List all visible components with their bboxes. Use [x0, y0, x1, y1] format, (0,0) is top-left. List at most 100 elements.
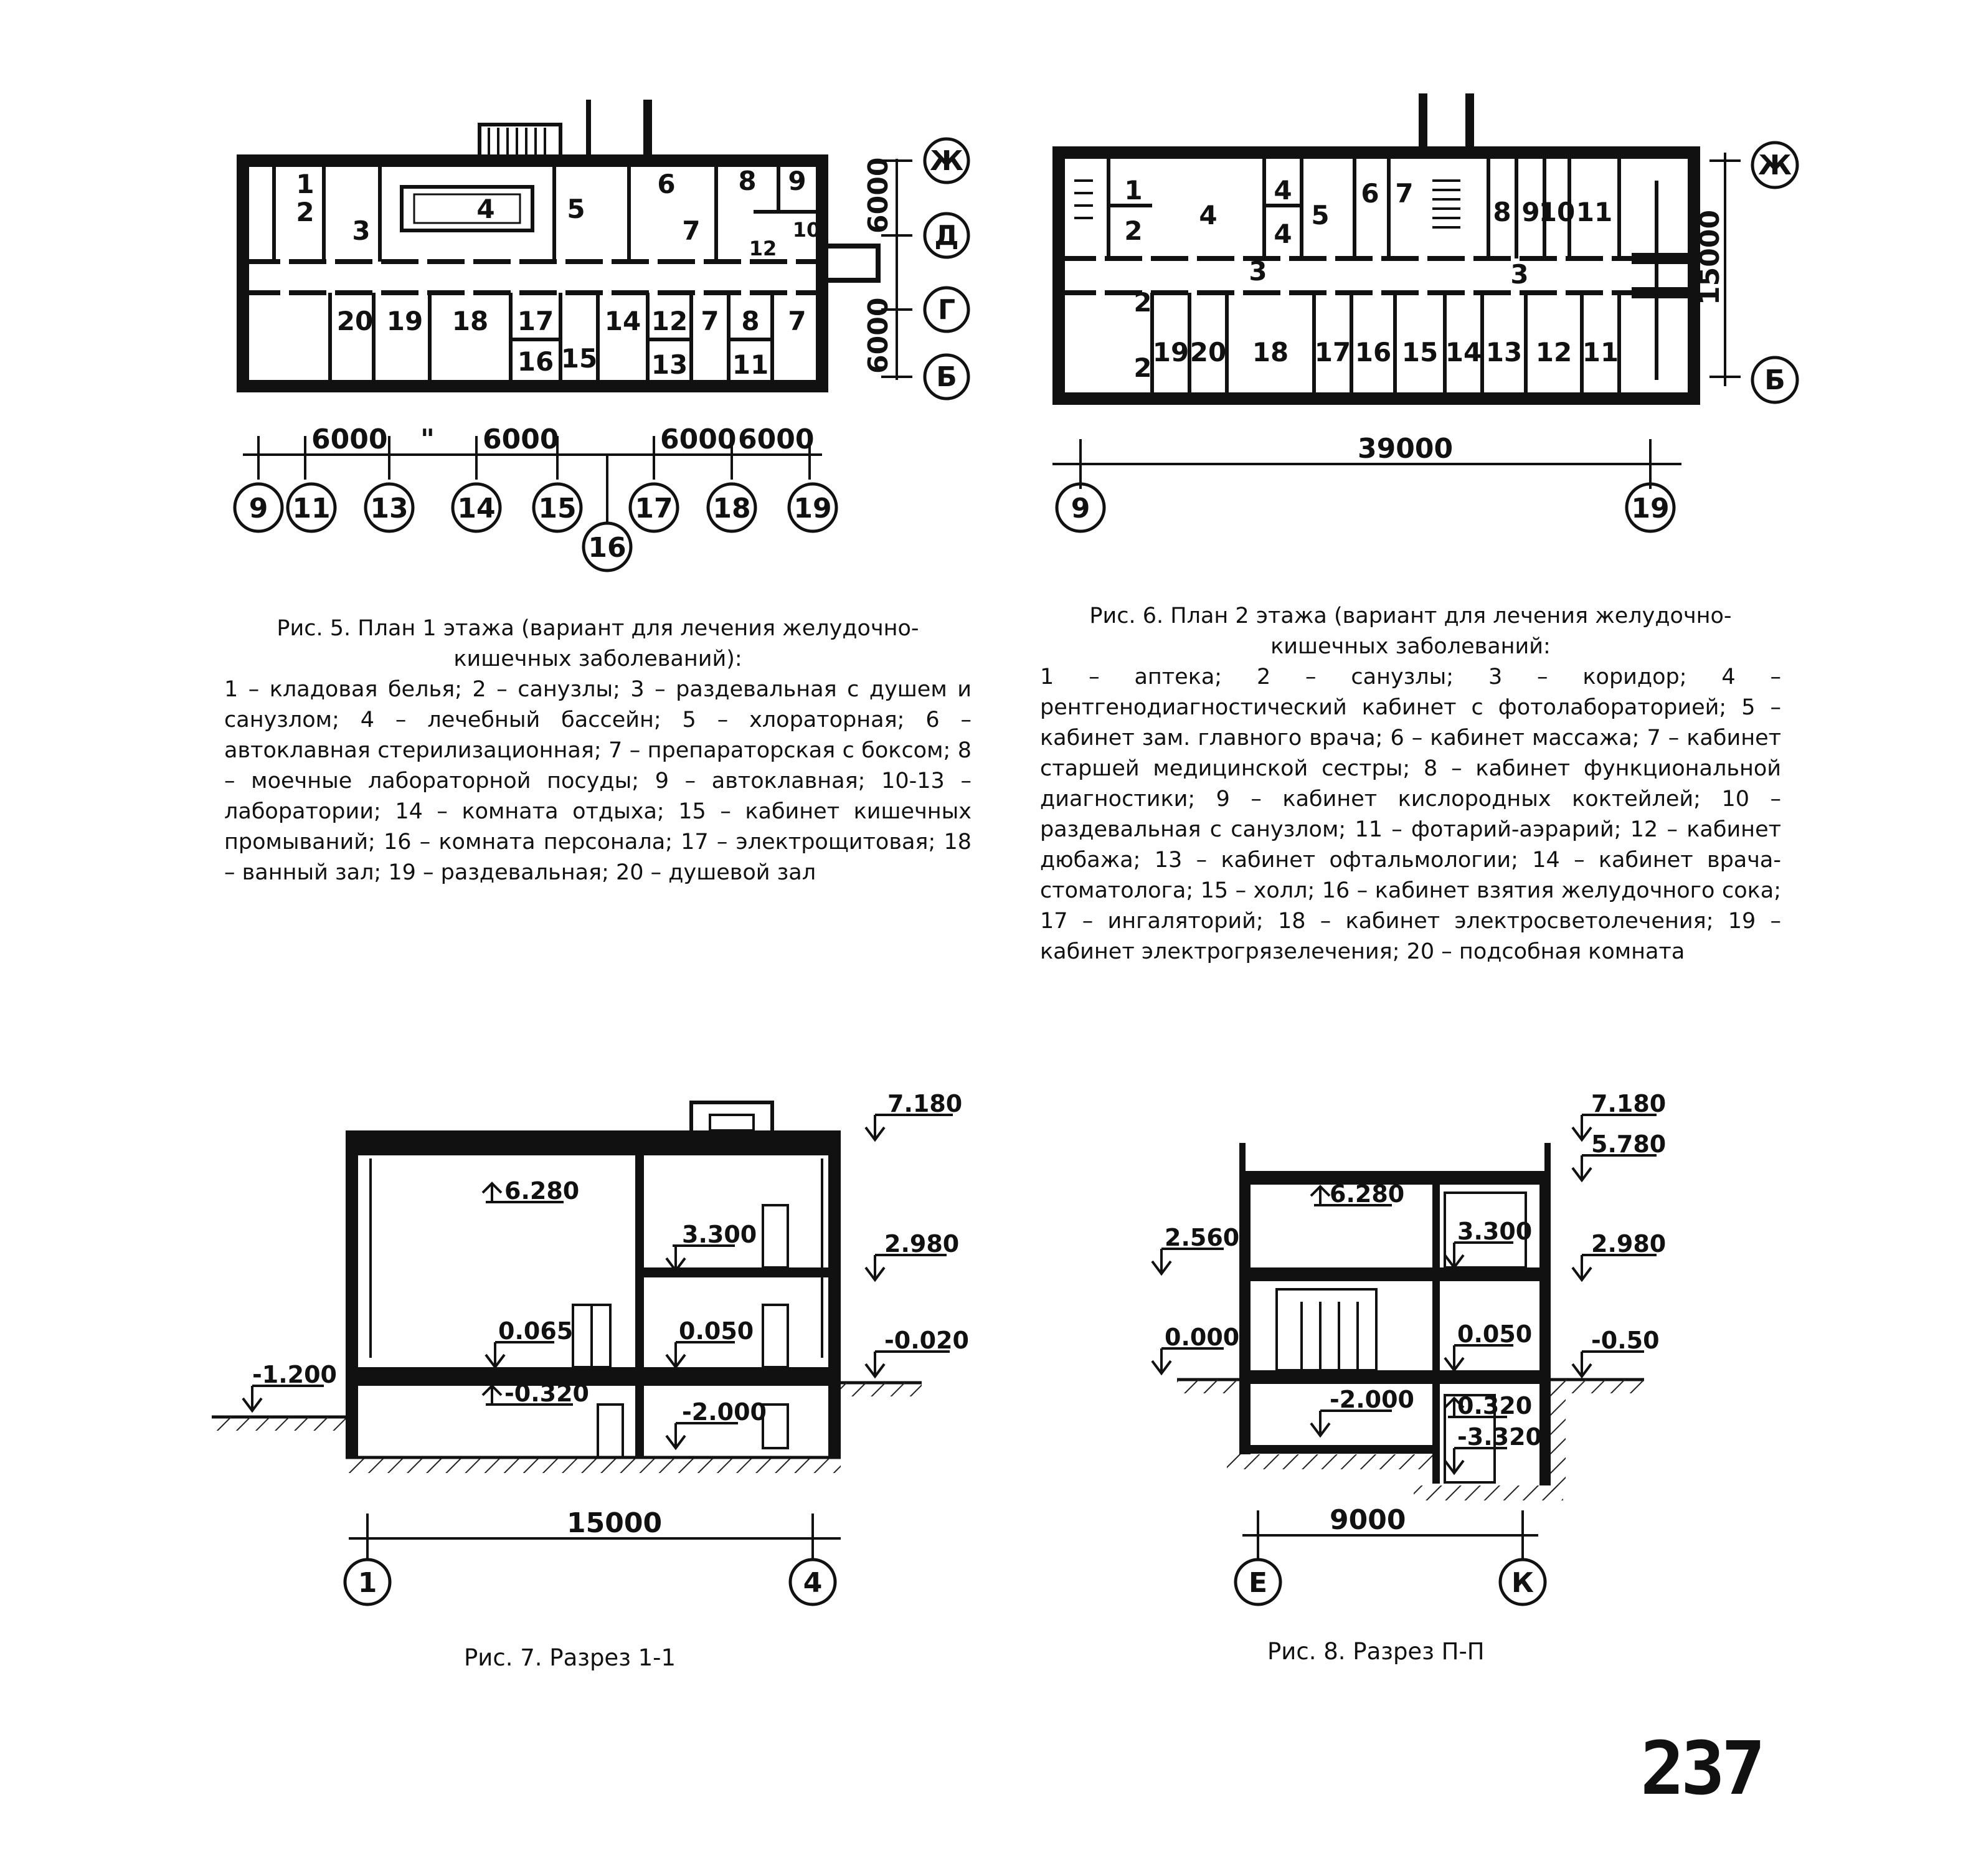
fig5-room-4: 4 [476, 194, 494, 224]
fig5-room-8b: 8 [741, 306, 759, 336]
fig8-elev-3300: 3.300 [1457, 1218, 1532, 1245]
page-number: 237 [1640, 1725, 1766, 1811]
fig6-room-8: 8 [1493, 197, 1511, 227]
fig7-title: Рис. 7. Разрез 1-1 [464, 1644, 676, 1671]
fig5-room-18: 18 [452, 306, 488, 336]
fig7-elev-m0320: -0.320 [504, 1380, 589, 1407]
fig6-room-3b: 3 [1510, 259, 1528, 290]
fig6-room-20: 20 [1190, 337, 1226, 367]
fig8-elev-m2000: -2.000 [1330, 1386, 1414, 1413]
fig5-axis-col-16: 16 [588, 532, 626, 564]
fig6-room-4b: 4 [1274, 175, 1292, 206]
fig8-elev-m3320: -3.320 [1457, 1423, 1542, 1451]
fig8-elev-0050: 0.050 [1457, 1320, 1532, 1348]
fig5-axis-col-15: 15 [538, 493, 576, 524]
fig5-plan: 1 2 3 4 5 6 7 8 9 10 12 20 19 18 17 16 1… [233, 100, 970, 572]
fig6-caption: Рис. 6. План 2 этажа (вариант для лечени… [1040, 601, 1781, 967]
fig6-axis-row-zh: Ж [1758, 149, 1792, 181]
fig6-room-12: 12 [1536, 337, 1572, 367]
fig5-dim-v2: 6000 [863, 298, 894, 374]
fig5-room-2: 2 [296, 197, 314, 227]
fig6-room-2: 2 [1124, 216, 1142, 246]
fig6-room-19: 19 [1153, 337, 1189, 367]
fig5-axis-col-18: 18 [712, 493, 750, 524]
fig6-room-2b: 2 [1133, 287, 1151, 318]
fig6-room-1: 1 [1124, 175, 1142, 206]
fig8-section: 7.180 5.780 6.280 3.300 2.980 2.560 0.00… [1151, 1090, 1666, 1606]
fig7-elev-7180: 7.180 [887, 1090, 962, 1117]
fig6-room-10: 10 [1539, 197, 1575, 227]
fig6-dim-h: 39000 [1358, 433, 1453, 465]
fig6-room-6: 6 [1361, 178, 1379, 209]
fig6-room-11b: 11 [1582, 337, 1619, 367]
fig7-elev-6280: 6.280 [504, 1177, 579, 1205]
fig5-room-1: 1 [296, 169, 314, 199]
fig6-room-3: 3 [1249, 256, 1267, 287]
fig6-room-17: 17 [1315, 337, 1351, 367]
fig6-axis-row-b: Б [1764, 364, 1785, 396]
fig6-room-7: 7 [1395, 178, 1413, 209]
fig5-room-12: 12 [651, 306, 688, 336]
fig6-dim-v: 15000 [1694, 210, 1726, 305]
fig5-legend: 1 – кладовая белья; 2 – санузлы; 3 – раз… [224, 677, 972, 885]
fig6-room-2c: 2 [1133, 353, 1151, 383]
fig8-axis-k: К [1511, 1567, 1534, 1599]
fig5-axis-row-d: Д [934, 220, 958, 252]
fig5-room-17: 17 [518, 306, 554, 336]
fig6-room-4c: 4 [1274, 219, 1292, 249]
fig5-room-20: 20 [337, 306, 373, 336]
fig7-axis-4: 4 [803, 1567, 823, 1599]
fig5-caption: Рис. 5. План 1 этажа (вариант для лечени… [224, 613, 972, 888]
fig5-room-9: 9 [788, 166, 806, 196]
fig6-room-5: 5 [1311, 200, 1329, 230]
fig7-elev-0065: 0.065 [498, 1317, 573, 1345]
fig5-axis-col-19: 19 [793, 493, 831, 524]
fig5-axis-col-11: 11 [292, 493, 330, 524]
fig5-room-14: 14 [605, 306, 641, 336]
fig5-room-12-top: 12 [749, 237, 777, 260]
fig5-room-11: 11 [732, 349, 768, 380]
fig7-elev-m0020: -0.020 [884, 1327, 969, 1354]
fig7-elev-0050: 0.050 [679, 1317, 754, 1345]
fig6-room-15: 15 [1402, 337, 1438, 367]
fig6-room-9: 9 [1521, 197, 1539, 227]
fig5-dim-h5: 6000 [738, 424, 814, 455]
fig6-room-16: 16 [1355, 337, 1391, 367]
fig6-plan: 1 2 4 4 4 5 6 7 8 9 10 11 3 3 2 2 19 20 … [1052, 93, 1799, 533]
fig8-elev-0320: 0.320 [1457, 1392, 1532, 1419]
fig5-room-15: 15 [561, 343, 597, 374]
fig5-room-5: 5 [567, 194, 585, 224]
fig5-axis-row-b: Б [936, 361, 957, 393]
fig7-elev-2980: 2.980 [884, 1230, 959, 1258]
fig8-title: Рис. 8. Разрез П-П [1267, 1638, 1485, 1665]
fig8-dim: 9000 [1330, 1504, 1406, 1536]
fig5-dim-h4: 6000 [660, 424, 736, 455]
fig5-room-7c: 7 [788, 306, 806, 336]
fig6-caption-title: Рис. 6. План 2 этажа (вариант для лечени… [1089, 604, 1732, 659]
fig5-room-7: 7 [682, 216, 700, 246]
fig6-axis-col-9: 9 [1071, 493, 1090, 524]
fig6-room-18: 18 [1252, 337, 1289, 367]
fig5-axis-row-zh: Ж [930, 145, 963, 177]
fig5-room-13: 13 [651, 349, 688, 380]
fig5-axis-col-17: 17 [635, 493, 673, 524]
fig7-elev-m2000: -2.000 [682, 1398, 767, 1426]
fig6-room-13: 13 [1486, 337, 1522, 367]
fig8-elev-2560: 2.560 [1165, 1224, 1239, 1251]
fig6-axis-col-19: 19 [1631, 493, 1669, 524]
fig7-elev-3300: 3.300 [682, 1221, 757, 1248]
fig6-room-14: 14 [1445, 337, 1482, 367]
fig8-elev-2980: 2.980 [1591, 1230, 1666, 1258]
fig5-room-16: 16 [518, 346, 554, 377]
fig5-axis-col-14: 14 [457, 493, 495, 524]
fig6-room-11: 11 [1576, 197, 1612, 227]
fig5-dim-h2: " [420, 424, 435, 455]
fig8-axis-e: Е [1249, 1567, 1267, 1599]
fig6-legend: 1 – аптека; 2 – санузлы; 3 – коридор; 4 … [1040, 665, 1781, 964]
fig5-room-3: 3 [352, 216, 370, 246]
fig7-elev-m1200: -1.200 [252, 1361, 337, 1388]
fig5-axis-row-g: Г [938, 294, 955, 326]
fig8-elev-6280: 6.280 [1330, 1180, 1404, 1208]
fig8-elev-5780: 5.780 [1591, 1130, 1666, 1158]
fig6-room-4: 4 [1199, 200, 1217, 230]
